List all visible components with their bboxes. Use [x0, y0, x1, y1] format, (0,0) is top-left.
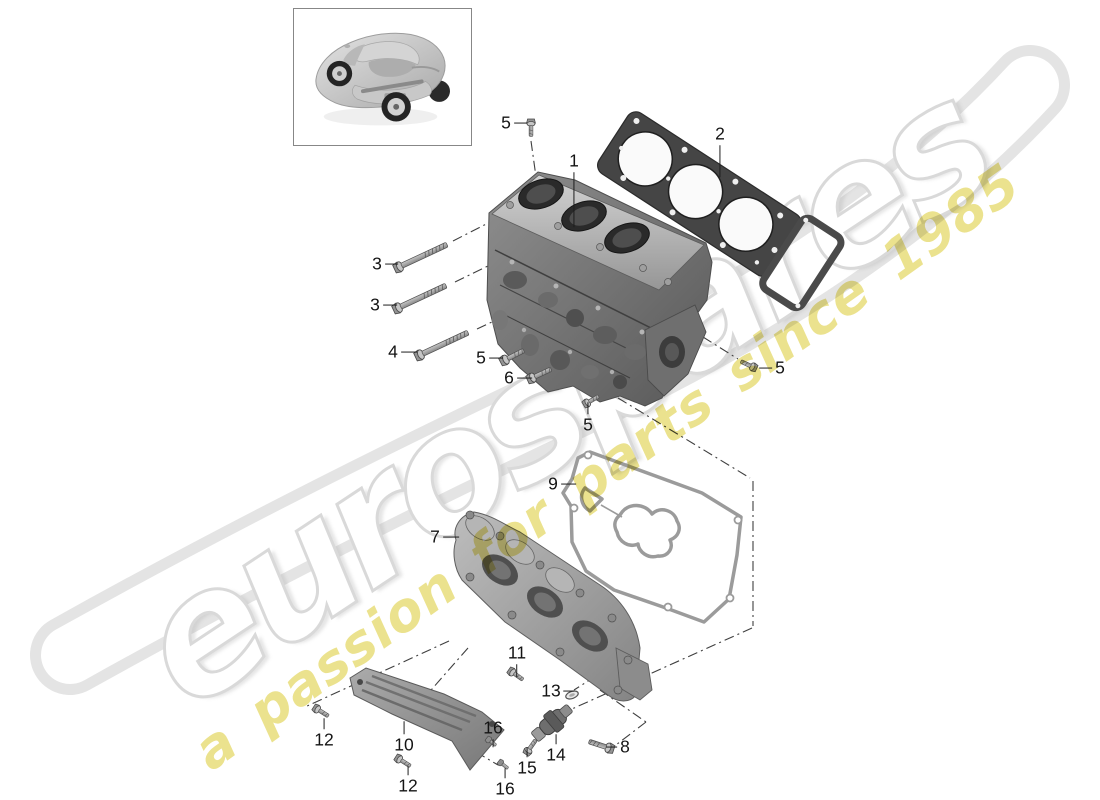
callout-number[interactable]: 12	[398, 775, 418, 796]
callout-leader-line	[504, 768, 506, 779]
callout-number[interactable]: 14	[546, 744, 566, 765]
heat-shield-illustration	[349, 667, 505, 771]
callout-12[interactable]: 12	[398, 766, 418, 796]
callout-leader-line	[573, 171, 575, 227]
callout-leader-line	[488, 357, 503, 359]
callout-number[interactable]: 15	[517, 757, 537, 778]
callout-number[interactable]: 7	[430, 526, 440, 547]
callout-13[interactable]: 13	[541, 680, 575, 701]
callout-leader-line	[555, 734, 557, 745]
top-deck-studs	[506, 201, 672, 286]
combustion-bores	[518, 178, 650, 254]
callout-leader-line	[513, 122, 527, 124]
callout-number[interactable]: 8	[620, 736, 630, 757]
timing-chest-end	[644, 304, 707, 397]
callout-5[interactable]: 5	[501, 112, 527, 133]
callout-number[interactable]: 5	[583, 414, 593, 435]
callout-12[interactable]: 12	[314, 718, 334, 750]
callout-number[interactable]: 2	[715, 123, 725, 144]
callout-6[interactable]: 6	[504, 367, 532, 388]
callout-leader-line	[719, 144, 721, 177]
callout-leader-line	[492, 738, 494, 747]
callout-leader-line	[400, 351, 417, 353]
callout-number[interactable]: 5	[501, 112, 511, 133]
valve-cover-gasket-illustration	[561, 450, 743, 624]
callout-leader-line	[516, 663, 518, 677]
callout-leader-line	[442, 536, 459, 538]
callout-5[interactable]: 5	[476, 347, 503, 368]
sensor-illustration	[531, 704, 573, 742]
callout-leader-line	[606, 746, 618, 748]
callout-number[interactable]: 10	[394, 734, 414, 755]
callout-8[interactable]: 8	[606, 736, 630, 757]
callout-1[interactable]: 1	[569, 150, 579, 227]
callout-number[interactable]: 6	[504, 367, 514, 388]
callout-2[interactable]: 2	[715, 123, 725, 177]
callout-9[interactable]: 9	[548, 473, 576, 494]
callout-leader-line	[382, 304, 397, 306]
seal-ring-illustration	[565, 690, 579, 700]
callout-number[interactable]: 11	[507, 642, 527, 663]
callout-number[interactable]: 12	[314, 729, 334, 750]
vehicle-thumbnail-box	[293, 8, 472, 146]
callout-number[interactable]: 3	[370, 294, 380, 315]
vehicle-illustration	[315, 32, 450, 126]
valve-cover-illustration	[453, 510, 653, 702]
callout-16[interactable]: 16	[495, 768, 515, 799]
callout-number[interactable]: 5	[476, 347, 486, 368]
callout-number[interactable]: 1	[569, 150, 579, 171]
callout-number[interactable]: 4	[388, 341, 398, 362]
callout-leader-line	[403, 721, 405, 735]
callout-10[interactable]: 10	[394, 721, 414, 755]
callout-number[interactable]: 3	[372, 253, 382, 274]
callout-16[interactable]: 16	[483, 717, 503, 747]
callout-14[interactable]: 14	[546, 734, 566, 765]
callout-11[interactable]: 11	[507, 642, 527, 677]
callout-leader-line	[560, 483, 576, 485]
callout-number[interactable]: 16	[483, 717, 503, 738]
callout-number[interactable]: 5	[775, 357, 785, 378]
callout-number[interactable]: 9	[548, 473, 558, 494]
callout-leader-line	[563, 690, 575, 692]
callout-3[interactable]: 3	[372, 253, 398, 274]
cylinder-head-illustration	[486, 171, 713, 407]
callout-15[interactable]: 15	[517, 747, 537, 778]
callout-7[interactable]: 7	[430, 526, 459, 547]
head-gasket-illustration	[597, 111, 845, 312]
callout-5[interactable]: 5	[583, 402, 593, 435]
callout-leader-line	[759, 367, 773, 369]
callout-leader-line	[384, 263, 398, 265]
callout-leader-line	[587, 402, 589, 415]
callout-leader-line	[407, 766, 409, 776]
callout-leader-line	[323, 718, 325, 730]
callout-number[interactable]: 16	[495, 778, 515, 799]
callout-leader-line	[516, 377, 532, 379]
callout-number[interactable]: 13	[541, 680, 561, 701]
callout-4[interactable]: 4	[388, 341, 417, 362]
callout-leader-line	[526, 747, 528, 758]
callout-3[interactable]: 3	[370, 294, 397, 315]
callout-5[interactable]: 5	[759, 357, 785, 378]
